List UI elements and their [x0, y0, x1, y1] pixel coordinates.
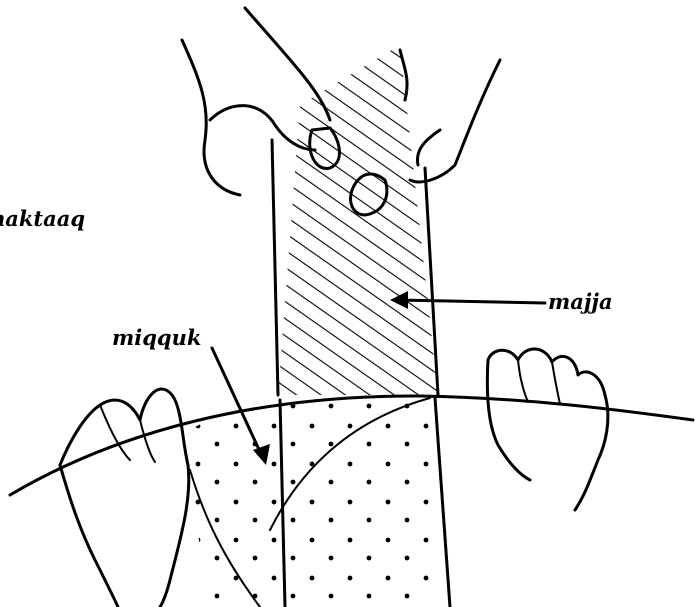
right-hand — [487, 349, 608, 510]
skin-label: majja — [548, 289, 613, 314]
fur-region — [190, 396, 450, 607]
left-hand — [60, 389, 189, 607]
fur-label: miqquk — [112, 325, 201, 350]
left-label: naktaaq — [0, 206, 85, 231]
skin-strip — [272, 45, 438, 395]
